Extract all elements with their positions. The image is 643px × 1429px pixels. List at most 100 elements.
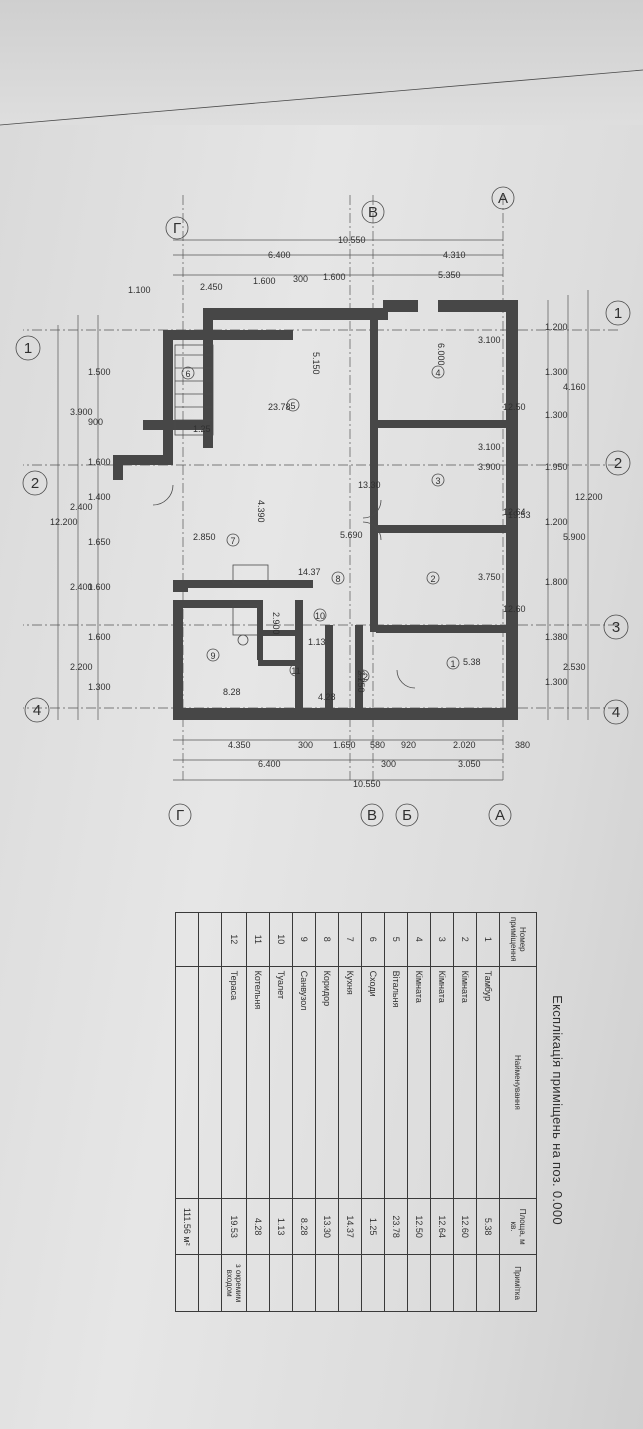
axis-bubble-b2-bottom: Б (395, 803, 419, 827)
cell-name: Кімната (407, 966, 431, 1199)
room-num: 10 (315, 611, 325, 621)
dim-left-c: 2.530 (563, 662, 586, 672)
axis-bubble-g-top: Г (165, 216, 189, 240)
dim-chain: 1.300 (545, 677, 568, 687)
room-area: 1.13 (308, 637, 326, 647)
cell-name: Кімната (453, 966, 477, 1199)
sink (237, 634, 249, 646)
table-row: 11 Котельня 4.28 (246, 912, 270, 1312)
cell-area: 5.38 (476, 1198, 500, 1255)
dim-internal: 2.250 (356, 670, 366, 693)
cell-area: 8.28 (292, 1198, 316, 1255)
cell-area: 12.60 (453, 1198, 477, 1255)
th-note: Примітка (499, 1254, 537, 1312)
axis-label: Г (173, 220, 181, 237)
cell-area: 4.28 (246, 1198, 270, 1255)
room-num: 1 (450, 659, 455, 669)
cell-name: Коридор (315, 966, 339, 1199)
cell-name: Кімната (430, 966, 454, 1199)
dim-chain: 1.500 (88, 367, 111, 377)
cell-name: Тераса (221, 966, 247, 1199)
cell-num: 10 (269, 912, 293, 967)
th-num: Номер приміщення (499, 912, 537, 967)
dim-chain: 300 (293, 274, 308, 284)
th-area: Площа, м кв. (499, 1198, 537, 1255)
room-area: 23.78 (268, 402, 291, 412)
axis-bubble-4-right: 4 (24, 697, 50, 723)
dim-chain: 1.400 (88, 492, 111, 502)
table-row: 6 Сходи 1.25 (361, 912, 385, 1312)
dim-top-left: 4.310 (443, 250, 466, 260)
dim-chain: 1.300 (545, 410, 568, 420)
dim-left-overall: 12.200 (575, 492, 603, 502)
cell-num: 9 (292, 912, 316, 967)
door-swing (362, 499, 382, 519)
axis-label: 2 (31, 475, 39, 492)
room-area: 4.28 (318, 692, 336, 702)
dim-top-overall: 10.550 (338, 235, 366, 245)
dim-internal: 3.100 (478, 442, 501, 452)
door-swing (396, 669, 416, 689)
cell-name: Сходи (361, 966, 385, 1199)
dim-chain: 580 (370, 740, 385, 750)
cell-note (269, 1254, 293, 1312)
dim-right-c: 2.400 (70, 582, 93, 592)
dim-chain: 1.300 (88, 682, 111, 692)
dim-chain: 1.200 (545, 517, 568, 527)
axis-label: Г (176, 807, 184, 824)
dim-right-overall: 12.200 (50, 517, 78, 527)
dim-chain: 1.600 (88, 457, 111, 467)
axis-label: В (367, 807, 377, 824)
dim-left-a: 4.160 (563, 382, 586, 392)
dim-internal: 2.900 (271, 612, 281, 635)
dim-chain: 1.800 (545, 577, 568, 587)
axis-label: 1 (614, 305, 622, 322)
dim-chain: 1.100 (128, 285, 151, 295)
cell-name: Тамбур (476, 966, 500, 1199)
axis-bubble-b-top: В (361, 200, 385, 224)
cell-empty (175, 1254, 199, 1312)
th-name: Найменування (499, 966, 537, 1199)
kitchen-counter (232, 564, 269, 584)
outer-walls (113, 300, 518, 720)
room-num: 11 (291, 666, 300, 676)
axis-bubble-a-top: А (491, 186, 515, 210)
cell-note: з окремим входом (221, 1254, 247, 1312)
axis-bubble-2-right: 2 (22, 470, 48, 496)
dim-chain: 4.350 (228, 740, 251, 750)
table-row: 5 Вітальня 23.78 (384, 912, 408, 1312)
table-row: 2 Кімната 12.60 (453, 912, 477, 1312)
table-row: 12 Тераса 19.53 з окремим входом (221, 912, 247, 1312)
cell-note (292, 1254, 316, 1312)
cell-note (246, 1254, 270, 1312)
cell-note (361, 1254, 385, 1312)
axis-bubble-v-bottom: В (360, 803, 384, 827)
table-row: 4 Кімната 12.50 (407, 912, 431, 1312)
cell-note (338, 1254, 362, 1312)
cell-area: 19.53 (221, 1198, 247, 1255)
cell-name: Туалет (269, 966, 293, 1199)
room-num: 12 (358, 672, 368, 682)
dim-chain: 1.600 (88, 582, 111, 592)
table-row: 1 Тамбур 5.38 (476, 912, 500, 1312)
room-num: 7 (230, 536, 235, 546)
dim-left-b: 5.900 (563, 532, 586, 542)
dim-right-a: 3.900 (70, 407, 93, 417)
dim-internal: 6.000 (436, 343, 446, 366)
cell-note (453, 1254, 477, 1312)
dim-chain: 2.450 (200, 282, 223, 292)
room-num: 9 (210, 651, 215, 661)
dim-bottom-right: 6.400 (258, 759, 281, 769)
dim-internal: 3.750 (478, 572, 501, 582)
table-row: 9 Санвузол 8.28 (292, 912, 316, 1312)
cell-empty (198, 912, 222, 967)
room-num: 4 (435, 368, 440, 378)
dim-chain: 1.650 (88, 537, 111, 547)
cell-num: 2 (453, 912, 477, 967)
axis-label: Б (402, 807, 412, 824)
dimension-lines (57, 239, 589, 781)
table-row: 8 Коридор 13.30 (315, 912, 339, 1312)
room-area: 19.53 (508, 510, 531, 520)
axis-label: 1 (24, 340, 32, 357)
